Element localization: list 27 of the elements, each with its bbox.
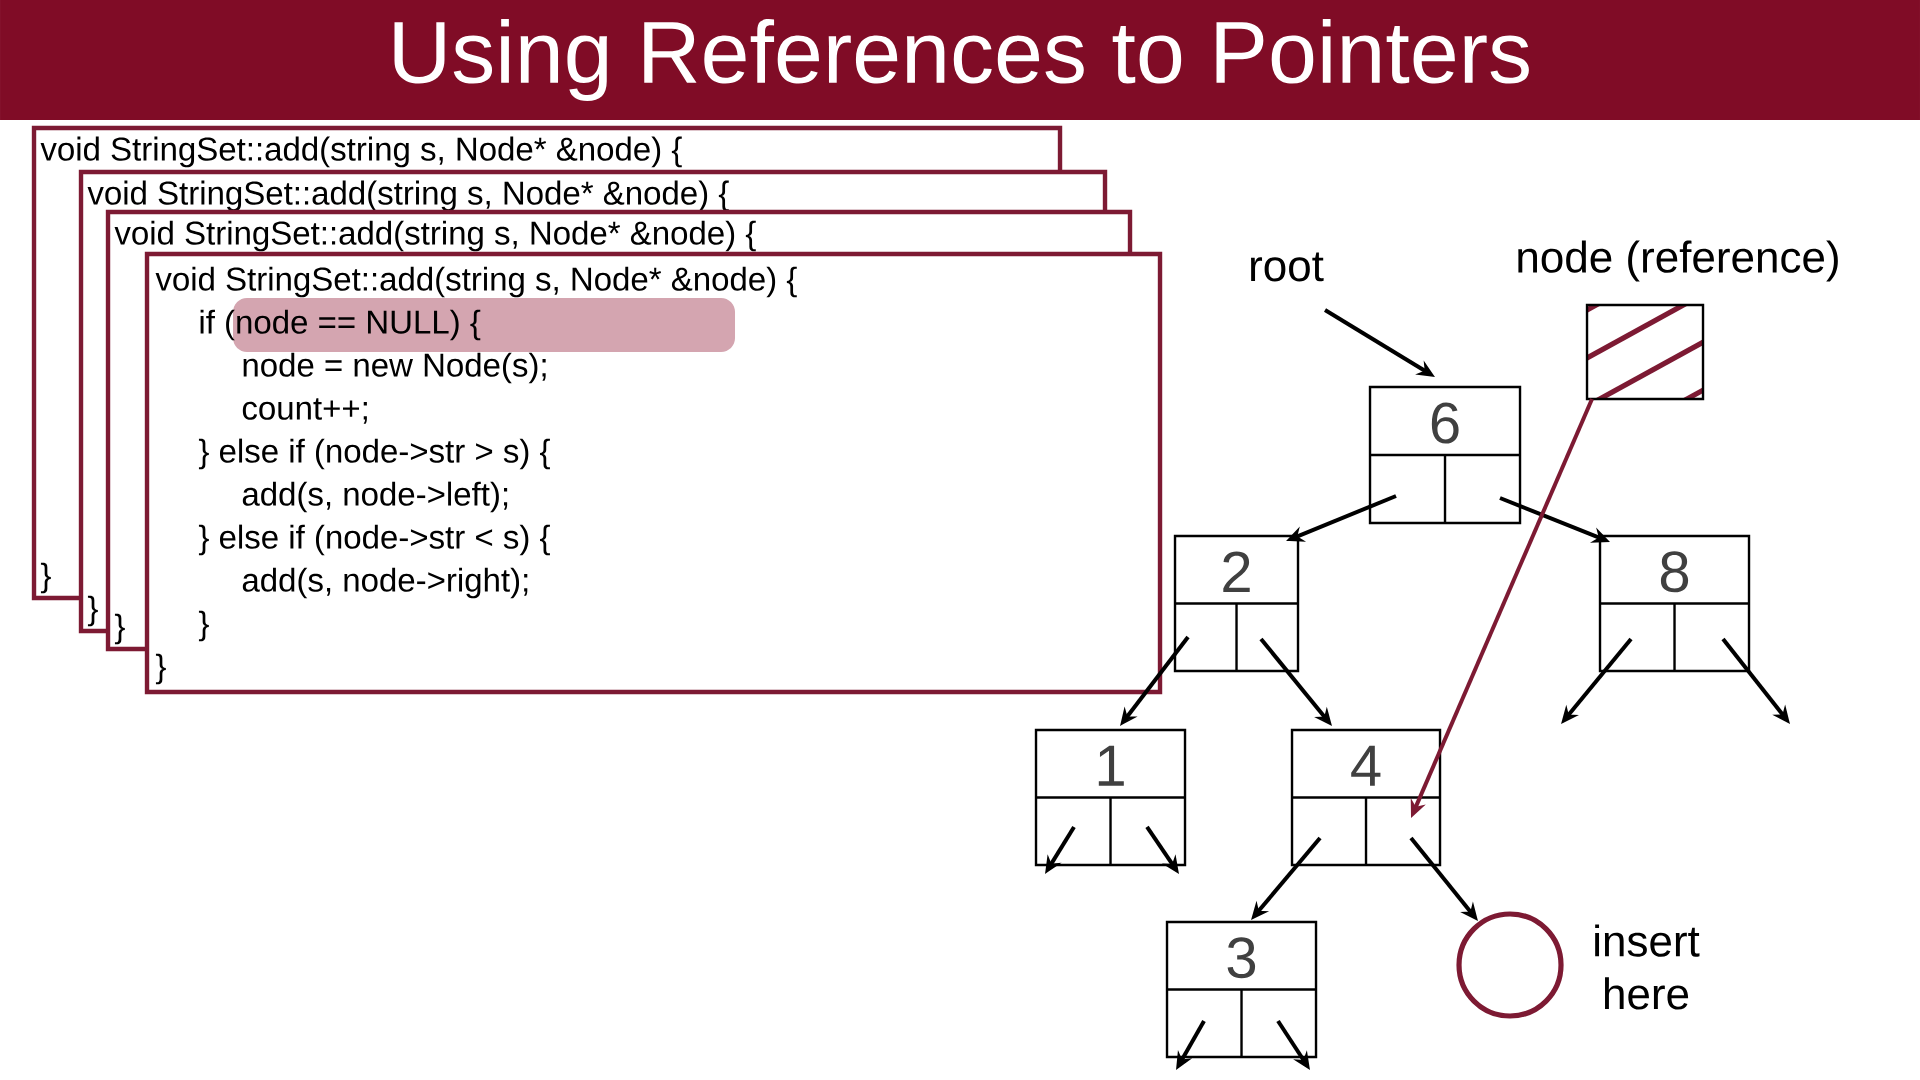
tree-node: 8 — [1598, 534, 1751, 673]
title-banner: Using References to Pointers — [0, 0, 1920, 120]
code-line: void StringSet::add(string s, Node* &node) { — [87, 180, 729, 212]
tree-node: 1 — [1034, 728, 1187, 867]
code-line: if (node == NULL) { — [200, 309, 481, 341]
tree-node: 4 — [1290, 728, 1442, 867]
code-line: node = new Node(s); — [243, 352, 546, 384]
tree-node: 2 — [1173, 534, 1300, 673]
code-line: } — [40, 562, 51, 594]
code-line: } else if (node->str < s) { — [198, 524, 550, 556]
code-line: } else if (node->str > s) { — [198, 438, 550, 470]
code-line: add(s, node->left); — [242, 481, 508, 513]
pointer-label: root — [1251, 252, 1324, 282]
tree-node: 3 — [1165, 920, 1318, 1059]
code-card — [144, 251, 1163, 695]
code-line: add(s, node->right); — [242, 567, 528, 599]
code-line: void StringSet::add(string s, Node* &node) { — [155, 266, 797, 298]
tree-node: 6 — [1368, 385, 1522, 525]
code-line: void StringSet::add(string s, Node* &node) { — [114, 220, 756, 252]
pointer-label: node (reference) — [1518, 240, 1838, 282]
code-line: } — [155, 653, 166, 685]
code-line: void StringSet::add(string s, Node* &node) { — [40, 136, 682, 168]
code-line: } — [87, 595, 98, 627]
code-line: } — [114, 613, 125, 645]
circle-caption: insert here — [1595, 924, 1700, 1010]
code-line: } — [198, 610, 209, 642]
code-line: count++; — [242, 398, 367, 424]
